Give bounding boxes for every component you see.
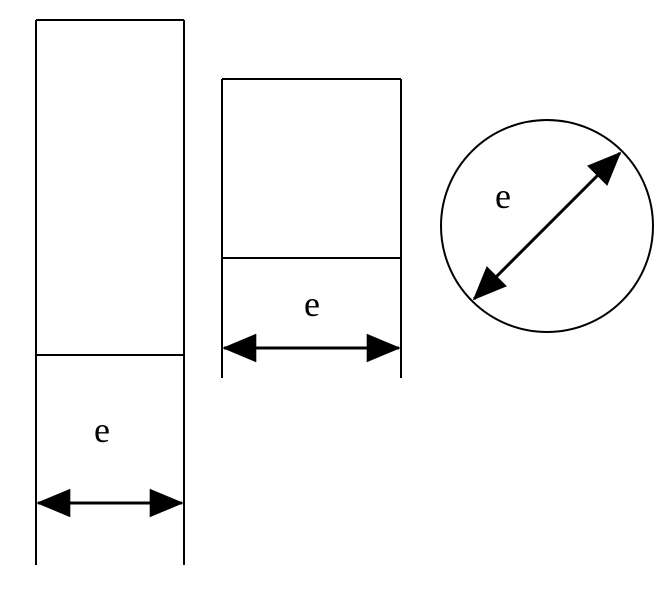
middle-dimension-label: e xyxy=(304,284,320,324)
right-circle xyxy=(440,119,654,333)
circle-dimension-label: e xyxy=(495,176,511,216)
circle-outline xyxy=(440,119,654,333)
diameter-arrow xyxy=(472,151,622,301)
left-dimension-label: e xyxy=(94,410,110,450)
left-tall-rectangle xyxy=(35,19,185,565)
middle-rectangle xyxy=(221,78,402,378)
